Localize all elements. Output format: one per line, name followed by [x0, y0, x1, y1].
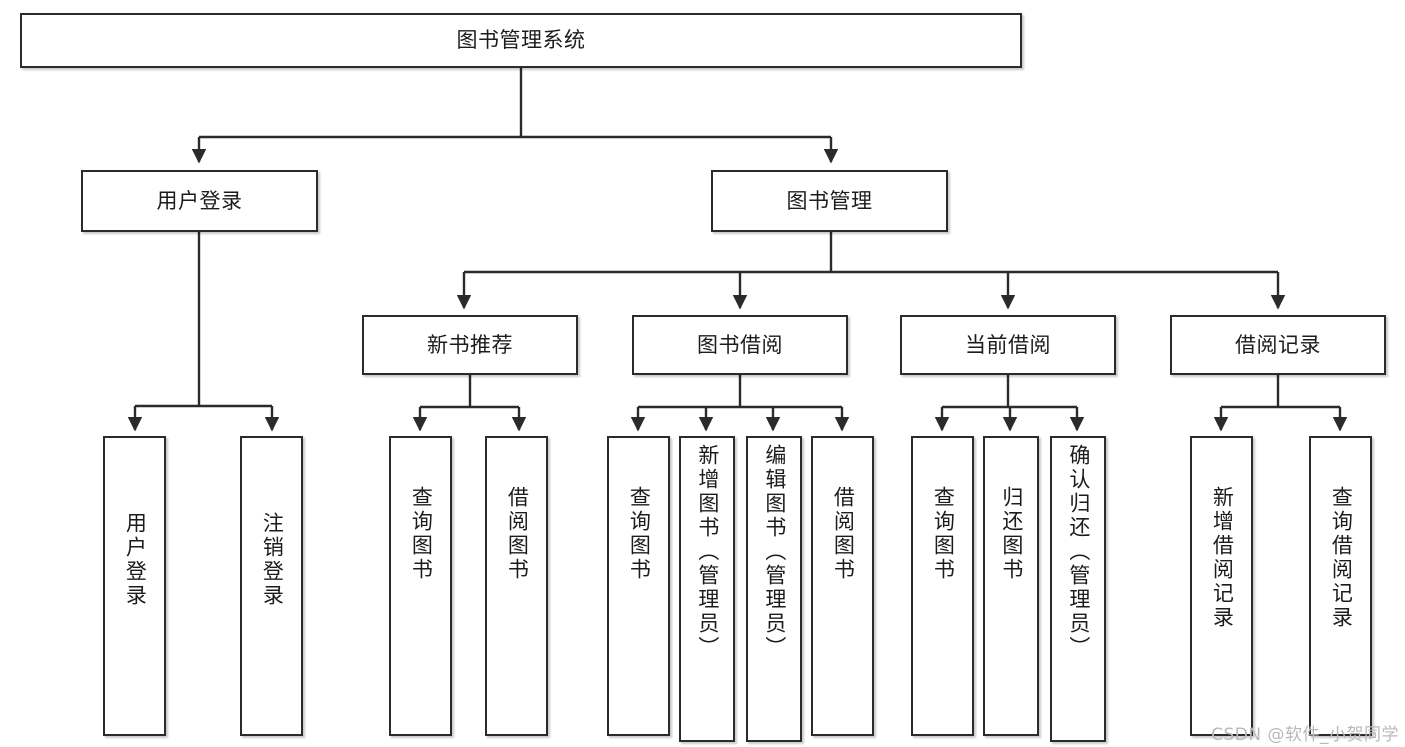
- node-root-label: 图书管理系统: [456, 28, 586, 53]
- node-current-borrow[interactable]: 当前借阅: [900, 315, 1116, 375]
- node-leaf-user-login-label: 用户登录: [123, 512, 148, 608]
- node-leaf-logout[interactable]: 注销登录: [240, 436, 303, 736]
- node-borrow-record[interactable]: 借阅记录: [1170, 315, 1386, 375]
- node-new-book-recommend-label: 新书推荐: [427, 332, 513, 357]
- node-leaf-user-login[interactable]: 用户登录: [103, 436, 166, 736]
- node-book-borrow[interactable]: 图书借阅: [632, 315, 848, 375]
- node-leaf-confirm-return[interactable]: 确认归还（管理员）: [1050, 436, 1106, 742]
- node-leaf-add-record-label: 新增借阅记录: [1210, 486, 1235, 630]
- node-book-manage-label: 图书管理: [786, 188, 873, 213]
- node-new-book-recommend[interactable]: 新书推荐: [362, 315, 578, 375]
- node-leaf-query-book-1[interactable]: 查询图书: [389, 436, 452, 736]
- node-leaf-borrow-book-1[interactable]: 借阅图书: [485, 436, 548, 736]
- node-leaf-logout-label: 注销登录: [260, 512, 285, 608]
- node-leaf-add-record[interactable]: 新增借阅记录: [1190, 436, 1253, 736]
- node-leaf-edit-book[interactable]: 编辑图书（管理员）: [746, 436, 802, 742]
- node-borrow-record-label: 借阅记录: [1235, 332, 1321, 357]
- node-leaf-query-record[interactable]: 查询借阅记录: [1309, 436, 1372, 736]
- node-leaf-query-book-3-label: 查询图书: [931, 486, 956, 582]
- node-root[interactable]: 图书管理系统: [20, 13, 1022, 68]
- node-leaf-add-book-label: 新增图书（管理员）: [695, 444, 720, 660]
- node-leaf-return-book[interactable]: 归还图书: [983, 436, 1039, 736]
- node-user-login-label: 用户登录: [156, 188, 243, 213]
- node-leaf-confirm-return-label: 确认归还（管理员）: [1066, 444, 1091, 660]
- node-leaf-query-book-2[interactable]: 查询图书: [607, 436, 670, 736]
- node-leaf-borrow-book-1-label: 借阅图书: [505, 486, 530, 582]
- node-book-borrow-label: 图书借阅: [697, 332, 783, 357]
- node-leaf-edit-book-label: 编辑图书（管理员）: [762, 444, 787, 660]
- node-leaf-query-book-2-label: 查询图书: [627, 486, 652, 582]
- node-book-manage[interactable]: 图书管理: [711, 170, 948, 232]
- node-leaf-return-book-label: 归还图书: [999, 486, 1024, 582]
- node-leaf-borrow-book-2-label: 借阅图书: [831, 486, 856, 582]
- node-user-login[interactable]: 用户登录: [81, 170, 318, 232]
- node-leaf-add-book[interactable]: 新增图书（管理员）: [679, 436, 735, 742]
- node-leaf-query-book-3[interactable]: 查询图书: [911, 436, 974, 736]
- node-current-borrow-label: 当前借阅: [965, 332, 1051, 357]
- node-leaf-query-record-label: 查询借阅记录: [1329, 486, 1354, 630]
- node-leaf-query-book-1-label: 查询图书: [409, 486, 434, 582]
- node-leaf-borrow-book-2[interactable]: 借阅图书: [811, 436, 874, 736]
